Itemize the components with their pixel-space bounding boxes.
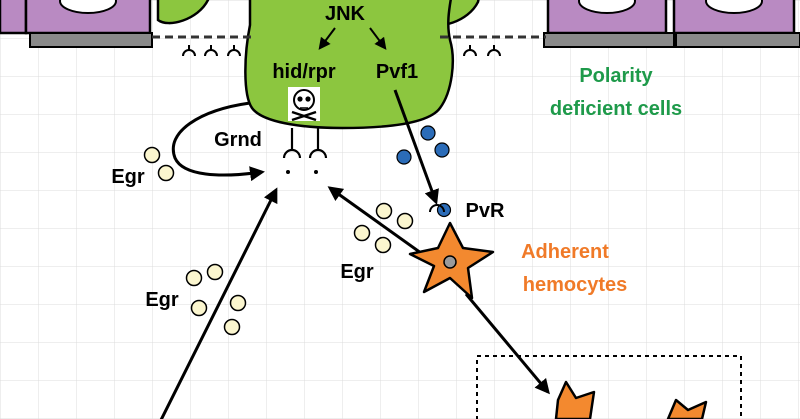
egr-left-label: Egr [145, 289, 179, 311]
egr-mid-label: Egr [340, 261, 374, 283]
basement-membrane [675, 32, 800, 48]
hemocyte-nucleus [443, 255, 457, 269]
egr-dot [374, 236, 392, 254]
epithelium-right [543, 0, 800, 48]
adherent-label-line2: hemocytes [523, 274, 628, 296]
egr-dot [353, 224, 371, 242]
adherent-hemocyte [408, 221, 495, 300]
hid-rpr-label: hid/rpr [272, 61, 336, 83]
egr-dot [223, 318, 241, 336]
egr-dot-small [286, 170, 290, 174]
nucleus [59, 0, 117, 14]
egr-dot [190, 299, 208, 317]
egr-dot [157, 164, 175, 182]
jnk-to-hid-arrow [318, 27, 336, 50]
egr-autocrine-loop-arrow [171, 101, 265, 182]
nucleus [578, 0, 636, 14]
systemic-egr-to-grnd-arrow [159, 187, 278, 419]
skull-crossbones-icon [288, 87, 320, 122]
polarity-label-line2: deficient cells [550, 98, 682, 120]
circulating-hemocytes [554, 380, 708, 419]
grnd-label: Grnd [214, 129, 262, 151]
jnk-label: JNK [325, 3, 366, 25]
pvf1-label: Pvf1 [376, 61, 418, 83]
pvr-label: PvR [466, 200, 505, 222]
nucleus [705, 0, 763, 14]
hemocyte-downstream-arrow [464, 293, 550, 395]
epithelial-cell [0, 0, 28, 35]
egr-top-label: Egr [111, 166, 145, 188]
dotted-box [476, 355, 742, 419]
jnk-to-pvf1-arrow [369, 27, 387, 50]
hemocyte-egr-to-grnd-arrow [327, 186, 429, 260]
pvf1-dot [396, 149, 412, 165]
egr-dot [375, 202, 393, 220]
egr-dot [229, 294, 247, 312]
egr-dot [143, 146, 161, 164]
pvf1-dot [434, 142, 450, 158]
basement-membrane [29, 32, 153, 48]
egr-cluster-left [185, 263, 247, 336]
adherent-label-line1: Adherent [521, 241, 609, 263]
epithelium-left [0, 0, 153, 48]
egr-dot [185, 269, 203, 287]
egr-dot [396, 212, 414, 230]
grnd-receptors [282, 128, 328, 159]
membrane-receptors [182, 45, 501, 57]
pvf1-dot [420, 125, 436, 141]
grnd-receptor-cup [308, 148, 328, 159]
grnd-receptor-cup [282, 148, 302, 159]
egr-dot [206, 263, 224, 281]
pvf1-ligands [396, 125, 452, 218]
egr-cluster-top [143, 146, 175, 182]
basement-membrane [543, 32, 675, 48]
pvr-receptor-cup [429, 204, 445, 213]
egr-cluster-mid [353, 202, 414, 254]
polarity-label-line1: Polarity [579, 65, 653, 87]
pvf1-to-pvr-arrow [393, 89, 439, 205]
egr-dot-small [314, 170, 318, 174]
